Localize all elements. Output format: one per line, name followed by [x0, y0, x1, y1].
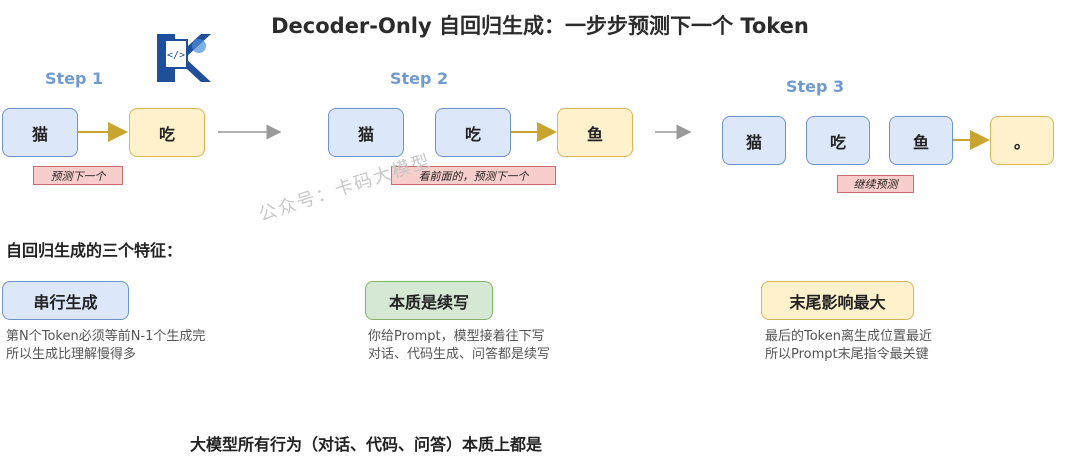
token-box-predicted: 鱼	[557, 108, 633, 157]
diagram-title: Decoder-Only 自回归生成：一步步预测下一个 Token	[271, 14, 809, 38]
feature-continuation-desc: 你给Prompt，模型接着往下写 对话、代码生成、问答都是续写	[368, 329, 551, 362]
step-3-label: Step 3	[786, 77, 845, 96]
token-box: 鱼	[889, 116, 953, 165]
step-2-label: Step 2	[390, 69, 449, 88]
token-box: 猫	[722, 116, 786, 165]
token-box-predicted: 吃	[129, 108, 205, 157]
svg-text:</>: </>	[167, 50, 185, 61]
token-box-predicted: 。	[990, 116, 1054, 165]
step-1-label: Step 1	[45, 69, 104, 88]
step-1-note: 预测下一个	[33, 166, 123, 185]
token-box: 猫	[2, 108, 78, 157]
token-box: 吃	[806, 116, 870, 165]
step-2-note: 看前面的，预测下一个	[391, 166, 556, 185]
step-3-note: 继续预测	[837, 175, 914, 193]
kama-logo-icon: </>	[157, 34, 211, 82]
features-heading: 自回归生成的三个特征：	[6, 241, 183, 260]
feature-tail-box: 末尾影响最大	[761, 281, 914, 320]
feature-serial-box: 串行生成	[2, 281, 129, 320]
feature-tail-desc: 最后的Token离生成位置最近 所以Prompt末尾指令最关键	[765, 329, 932, 362]
conclusion-text: 大模型所有行为（对话、代码、问答）本质上都是	[190, 435, 543, 454]
feature-serial-desc: 第N个Token必须等前N-1个生成完 所以生成比理解慢得多	[6, 329, 206, 362]
token-box: 猫	[328, 108, 404, 157]
feature-continuation-box: 本质是续写	[365, 281, 493, 320]
token-box: 吃	[435, 108, 511, 157]
